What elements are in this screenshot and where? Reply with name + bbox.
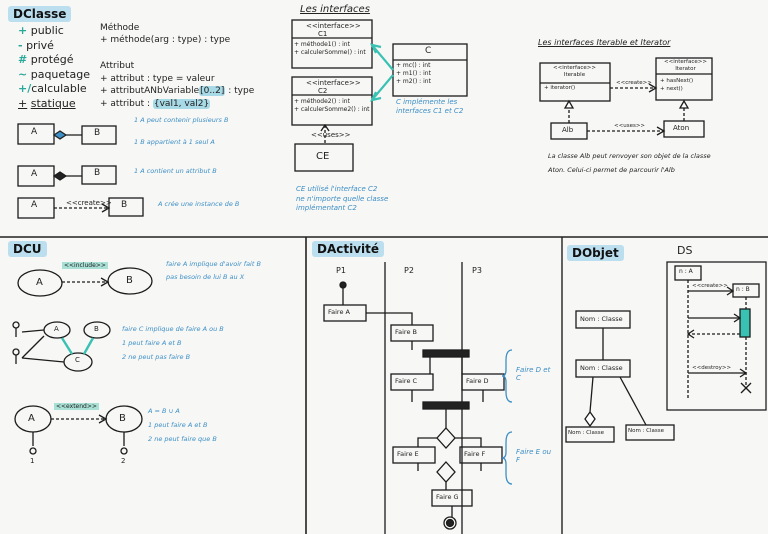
- activity-note: Faire E ou F: [516, 448, 552, 464]
- interfaces-title: Les interfaces: [300, 4, 370, 15]
- usecase-a: A: [36, 277, 43, 288]
- interface-methods: + méthode2() : int+ calculerSomme2() : i…: [294, 98, 370, 113]
- actor-1: 1: [30, 457, 35, 465]
- relation-note: 1 A contient un attribut B: [134, 167, 217, 175]
- object-box: Nom : Classe: [580, 364, 623, 372]
- activity-node: Faire B: [395, 328, 417, 336]
- activity-note: Faire D et C: [516, 366, 551, 382]
- uses-stereotype: <<uses>>: [614, 123, 646, 129]
- usecase-c: C: [75, 356, 80, 364]
- visibility-list: + public - privé # protégé ~ paquetage +…: [18, 24, 90, 111]
- dobjet-title: DObjet: [567, 245, 624, 261]
- iterable-method: + iterator(): [544, 85, 576, 91]
- activity-node: Faire C: [395, 377, 418, 385]
- create-stereotype: <<create>>: [616, 80, 652, 86]
- class-ce-name: CE: [316, 151, 330, 162]
- visibility-item: - privé: [18, 38, 54, 52]
- class-b-label: B: [94, 168, 101, 178]
- lifeline-label: n : B: [736, 286, 750, 293]
- ds-title: DS: [677, 244, 693, 257]
- class-c-name: C: [425, 46, 432, 56]
- class-b-label: B: [121, 200, 128, 210]
- extend-stereotype: <<extend>>: [54, 403, 99, 410]
- attribute-line: + attribut : {val1, val2}: [100, 98, 211, 109]
- relation-note: 1 B appartient à 1 seul A: [134, 138, 215, 146]
- interface-stereotype: <<interface>>: [306, 79, 361, 87]
- interface-name: C1: [318, 30, 328, 38]
- destroy-stereotype: <<destroy>>: [692, 365, 732, 371]
- class-a-label: A: [31, 200, 38, 210]
- relation-note: A crée une instance de B: [158, 200, 240, 208]
- method-syntax: Méthode + méthode(arg : type) : type: [100, 22, 230, 46]
- interface-methods: + méthode1() : int+ calculerSomme() : in…: [294, 41, 366, 56]
- usecase-b: B: [119, 413, 126, 424]
- class-c-methods: + mc() : int+ m1() : int+ m2() : int: [396, 62, 431, 85]
- include-stereotype: <<include>>: [62, 262, 108, 269]
- alb-class: Alb: [562, 126, 574, 134]
- method-line: + méthode(arg : type) : type: [100, 35, 231, 45]
- uses-stereotype: <<uses>>: [311, 131, 351, 139]
- attribute-line: + attribut : type = valeur: [100, 73, 215, 84]
- class-a-label: A: [31, 169, 38, 179]
- object-box: Nom : Classe: [580, 315, 623, 323]
- relation-note: 1 A peut contenir plusieurs B: [134, 116, 229, 124]
- dclasse-title: DClasse: [8, 6, 72, 22]
- partition-label: P1: [336, 266, 346, 275]
- activity-node: Faire E: [397, 450, 419, 458]
- class-b-label: B: [94, 128, 101, 138]
- aton-class: Aton: [673, 124, 690, 132]
- activity-node: Faire A: [328, 308, 350, 316]
- activity-node: Faire D: [466, 377, 489, 385]
- partition-label: P3: [472, 266, 482, 275]
- method-title: Méthode: [100, 23, 140, 33]
- interface-name: C2: [318, 87, 328, 95]
- implements-note: C implémente les interfaces C1 et C2: [396, 98, 464, 115]
- activity-node: Faire G: [436, 493, 459, 501]
- dactivite-title: DActivité: [312, 241, 385, 257]
- usecase-b: B: [94, 325, 99, 333]
- object-box: Nom : Classe: [628, 428, 665, 434]
- iterator-interface: <<interface>>Iterator: [664, 59, 707, 72]
- partition-label: P2: [404, 266, 414, 275]
- visibility-item: +/calculable: [18, 82, 87, 95]
- usecase-a: A: [54, 325, 59, 333]
- attribute-title: Attribut: [100, 61, 135, 71]
- lifeline-label: n : A: [679, 268, 693, 275]
- object-box: Nom : Classe: [568, 430, 605, 436]
- usecase-b: B: [126, 275, 133, 286]
- dcu-title: DCU: [8, 241, 47, 257]
- interface-stereotype: <<interface>>: [306, 22, 361, 30]
- actor-2: 2: [121, 457, 126, 465]
- attribute-syntax: Attribut + attribut : type = valeur + at…: [100, 60, 254, 110]
- visibility-item: + public: [18, 24, 64, 37]
- class-a-label: A: [31, 127, 38, 137]
- activity-node: Faire F: [464, 450, 486, 458]
- iterable-note: Aton. Celui-ci permet de parcourir l'Alb: [548, 166, 675, 174]
- iterator-methods: + hasNext()+ next(): [660, 78, 694, 92]
- iterable-interface: <<interface>>Iterable: [553, 65, 596, 78]
- visibility-item: + statique: [18, 96, 76, 110]
- create-stereotype: <<create>>: [66, 199, 112, 207]
- attribute-line: + attributANbVariable[0..2] : type: [100, 86, 255, 96]
- visibility-item: ~ paquetage: [18, 67, 90, 81]
- visibility-item: # protégé: [18, 53, 74, 66]
- iterable-note: La classe Alb peut renvoyer son objet de…: [548, 152, 711, 160]
- iterable-title: Les interfaces Iterable et Iterator: [538, 38, 671, 47]
- usecase-a: A: [28, 413, 35, 424]
- create-stereotype: <<create>>: [692, 283, 728, 289]
